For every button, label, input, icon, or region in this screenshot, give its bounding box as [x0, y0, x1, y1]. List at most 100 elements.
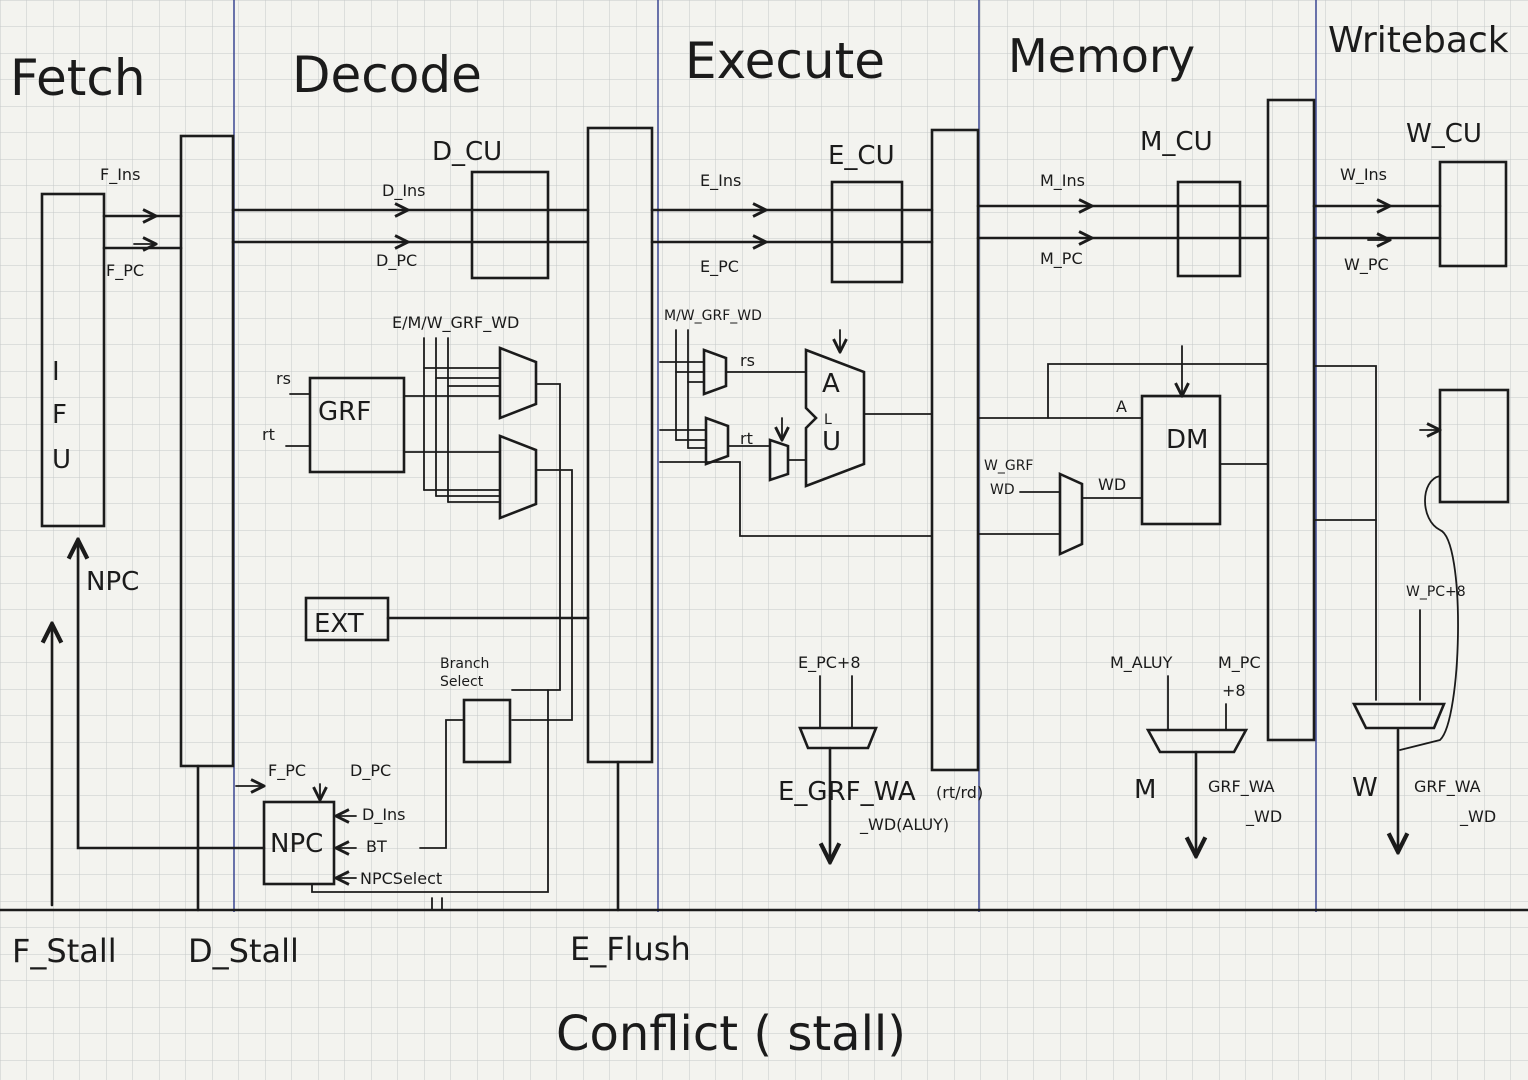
- grf-rs-label: rs: [276, 369, 291, 388]
- memory-wires: [977, 345, 1269, 557]
- e-cu-label: E_CU: [828, 141, 895, 171]
- ifu-block: [40, 192, 106, 528]
- w-grf-wd-label-1: W_GRF: [984, 458, 1033, 474]
- m-pc8-label-2: +8: [1222, 681, 1246, 700]
- fd-pipeline-register: [179, 134, 235, 768]
- ifu-letter-f: F: [52, 400, 67, 430]
- e-alub-mux: [768, 438, 790, 482]
- stage-title-fetch: Fetch: [10, 49, 146, 107]
- w-ins-label: W_Ins: [1340, 165, 1387, 185]
- f-stall-label: F_Stall: [12, 932, 117, 970]
- m-stage-label: M: [1134, 775, 1156, 805]
- memory-bus-wires: [976, 206, 1270, 238]
- m-result-wires: [1167, 675, 1227, 856]
- de-pipeline-register: [586, 126, 654, 764]
- d-stall-label: D_Stall: [188, 932, 299, 970]
- d-cu-label: D_CU: [432, 137, 502, 167]
- branch-select-block: [462, 698, 512, 764]
- m-grf-wa-label: GRF_WA: [1208, 777, 1275, 797]
- npc-block: [262, 800, 336, 886]
- writeback-wires: [1313, 365, 1459, 852]
- npc-d-pc-label: D_PC: [350, 761, 391, 781]
- grf-label: GRF: [318, 397, 371, 427]
- writeback-bus-wires: [1312, 206, 1442, 240]
- w-grf-wa-label: GRF_WA: [1414, 777, 1481, 797]
- stall-bus: [0, 760, 1528, 912]
- w-grf-wd-label-2: WD: [990, 482, 1015, 498]
- e-result-wires: [820, 675, 853, 862]
- e-rs-forward-mux: [702, 348, 728, 396]
- fetch-wires: [52, 216, 266, 912]
- w-result-mux: [1351, 702, 1446, 730]
- dm-wd-mux: [1058, 471, 1084, 557]
- npc-input-wires: [235, 689, 549, 911]
- grf-rt-label: rt: [262, 425, 275, 444]
- alu-rs-label: rs: [740, 351, 755, 370]
- alu-letter-u: U: [822, 427, 841, 457]
- execute-forward-label: M/W_GRF_WD: [664, 308, 762, 324]
- grf-write-block: [1438, 388, 1510, 504]
- execute-forward-wires: [659, 329, 933, 537]
- m-ins-label: M_Ins: [1040, 171, 1085, 191]
- dm-label: DM: [1166, 425, 1208, 455]
- alu-letter-a: A: [822, 369, 840, 399]
- grf-block: [308, 376, 406, 474]
- d-cu-block: [470, 170, 550, 280]
- m-cu-block: [1176, 180, 1242, 278]
- stage-title-memory: Memory: [1008, 29, 1195, 83]
- d-pc-label: D_PC: [376, 251, 417, 271]
- e-pc8-label: E_PC+8: [798, 653, 861, 673]
- e-wd-label: _WD(ALUY): [859, 815, 949, 835]
- decode-forward-wires: [285, 337, 573, 721]
- rs-forward-mux: [498, 346, 538, 420]
- m-pc-label: M_PC: [1040, 249, 1083, 269]
- e-flush-label: E_Flush: [570, 930, 691, 968]
- w-pc-label: W_PC: [1344, 255, 1389, 275]
- mw-pipeline-register: [1266, 98, 1316, 742]
- stage-title-writeback: Writeback: [1328, 20, 1509, 61]
- e-cu-block: [830, 180, 904, 284]
- em-pipeline-register: [930, 128, 980, 772]
- m-cu-label: M_CU: [1140, 127, 1213, 157]
- alu-rt-label: rt: [740, 429, 753, 448]
- m-result-mux: [1145, 728, 1249, 754]
- npc-input-label: NPC: [86, 567, 139, 597]
- npc-f-pc-label: F_PC: [268, 761, 306, 781]
- ext-label: EXT: [314, 609, 364, 639]
- w-stage-label: W: [1352, 773, 1378, 803]
- m-pc8-label-1: M_PC: [1218, 653, 1261, 673]
- npc-select-label: NPCSelect: [360, 869, 442, 888]
- branch-select-label-1: Branch: [440, 656, 489, 672]
- stage-title-decode: Decode: [292, 46, 482, 104]
- w-cu-block: [1438, 160, 1508, 268]
- m-aluy-label: M_ALUY: [1110, 653, 1173, 673]
- m-grf-wd-label: _WD: [1245, 807, 1282, 827]
- e-ins-label: E_Ins: [700, 171, 741, 191]
- e-pc-label: E_PC: [700, 257, 739, 277]
- d-ins-label: D_Ins: [382, 181, 426, 201]
- alu-block: [804, 348, 866, 488]
- e-grf-wa-label: E_GRF_WA: [778, 777, 916, 807]
- f-pc-label: F_PC: [106, 261, 144, 281]
- branch-select-label-2: Select: [440, 674, 484, 690]
- npc-d-ins-label: D_Ins: [362, 805, 406, 825]
- w-grf-wd-label: _WD: [1459, 807, 1496, 827]
- npc-bt-label: BT: [366, 837, 387, 856]
- conflict-unit-label: Conflict ( stall): [556, 1006, 906, 1062]
- e-wa-note-label: (rt/rd): [936, 783, 983, 802]
- w-cu-label: W_CU: [1406, 119, 1482, 149]
- dm-wd-label: WD: [1098, 475, 1126, 494]
- f-ins-label: F_Ins: [100, 165, 140, 185]
- npc-block-label: NPC: [270, 829, 323, 859]
- execute-bus-wires: [650, 210, 934, 242]
- bt-wire: [419, 719, 465, 849]
- decode-forward-label: E/M/W_GRF_WD: [392, 313, 519, 333]
- decode-bus-wires: [231, 210, 590, 242]
- ifu-letter-i: I: [52, 357, 60, 387]
- w-pc8-label: W_PC+8: [1406, 584, 1466, 600]
- alu-letter-l: L: [824, 412, 832, 428]
- e-result-mux: [798, 726, 878, 750]
- ifu-letter-u: U: [52, 445, 71, 475]
